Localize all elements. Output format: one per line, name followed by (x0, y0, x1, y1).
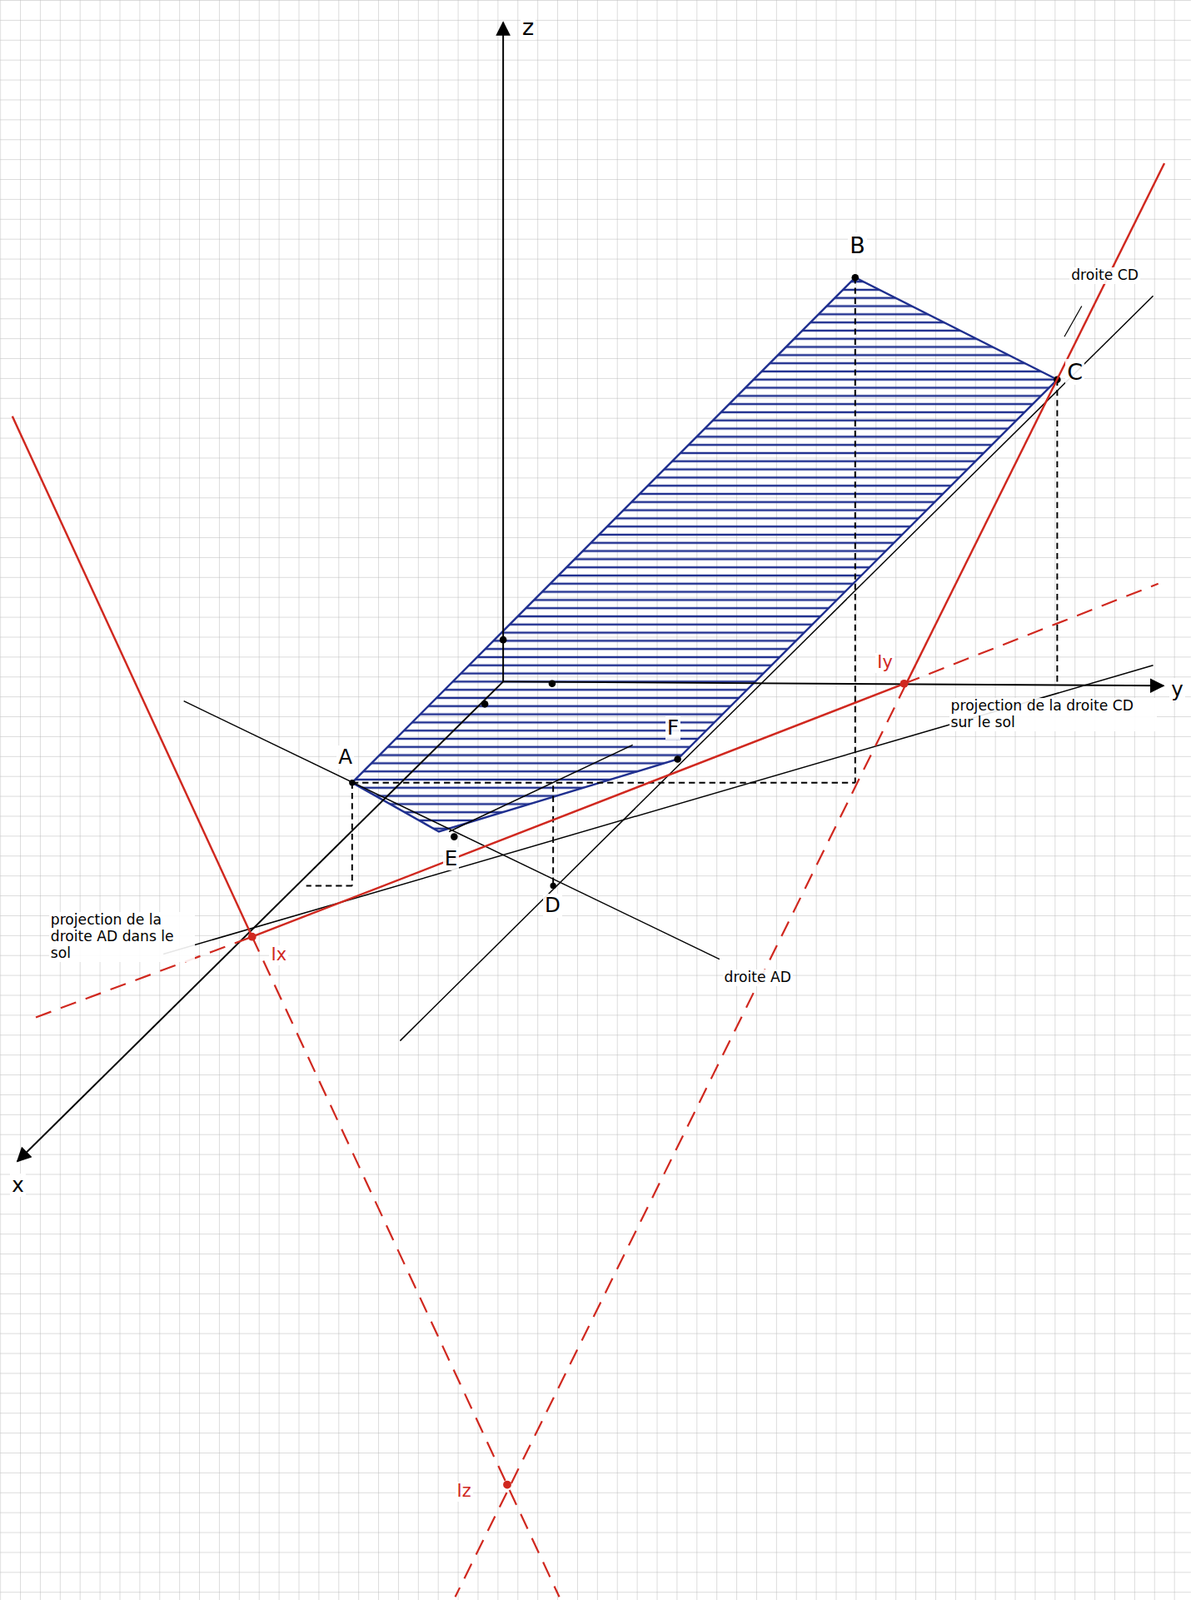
shaded-plane (352, 277, 1058, 832)
points (348, 274, 1062, 889)
point-name: C (1065, 358, 1085, 385)
point-name: B (847, 232, 867, 259)
point-name: D (543, 893, 563, 917)
line-note: projection de la droite CD sur le sol (949, 697, 1157, 731)
point-name: F (665, 716, 681, 740)
point-name: A (336, 745, 354, 769)
leader-lines (1064, 306, 1082, 338)
construction-lines (163, 295, 1153, 1041)
trace-point-name: Iz (455, 1481, 474, 1502)
axis-name: y (1169, 677, 1186, 702)
axis-name: x (9, 1173, 26, 1197)
line-note: projection de la droite AD dans le sol (49, 911, 196, 962)
line-note: droite AD (722, 969, 793, 987)
trace-point-name: Iy (875, 652, 894, 673)
line-note: droite CD (1069, 267, 1141, 285)
point-name: E (443, 847, 459, 871)
projection-dashes (306, 277, 1058, 886)
trace-points (248, 679, 909, 1490)
trace-point-name: Ix (269, 945, 288, 966)
red-traces (12, 163, 1165, 937)
axes (17, 22, 1164, 1162)
axis-name: z (520, 14, 536, 40)
red-dashed-traces (35, 583, 1159, 1598)
axis-dots (481, 636, 556, 708)
